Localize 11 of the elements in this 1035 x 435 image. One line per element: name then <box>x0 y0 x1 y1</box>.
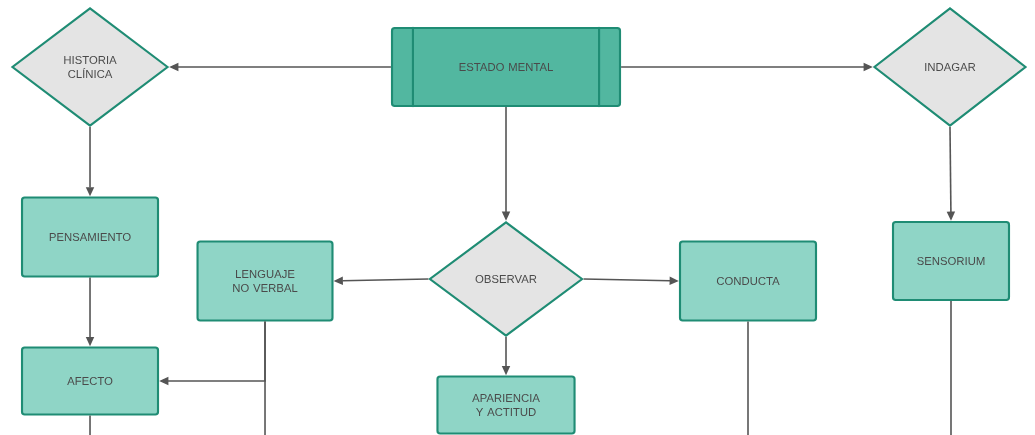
process-box: ESTADO MENTAL <box>390 26 622 108</box>
connector-line <box>89 414 91 435</box>
process-box: AFECTO <box>20 346 160 416</box>
connector-line <box>950 300 952 435</box>
process-box: SENSORIUM <box>891 220 1011 302</box>
connector-line <box>264 320 266 435</box>
process-box: APARIENCIA Y ACTITUD <box>436 375 576 435</box>
process-box: PENSAMIENTO <box>20 196 160 278</box>
process-box: CONDUCTA <box>678 240 818 322</box>
process-box: LENGUAJE NO VERBAL <box>196 240 334 322</box>
connector-line <box>747 320 749 435</box>
